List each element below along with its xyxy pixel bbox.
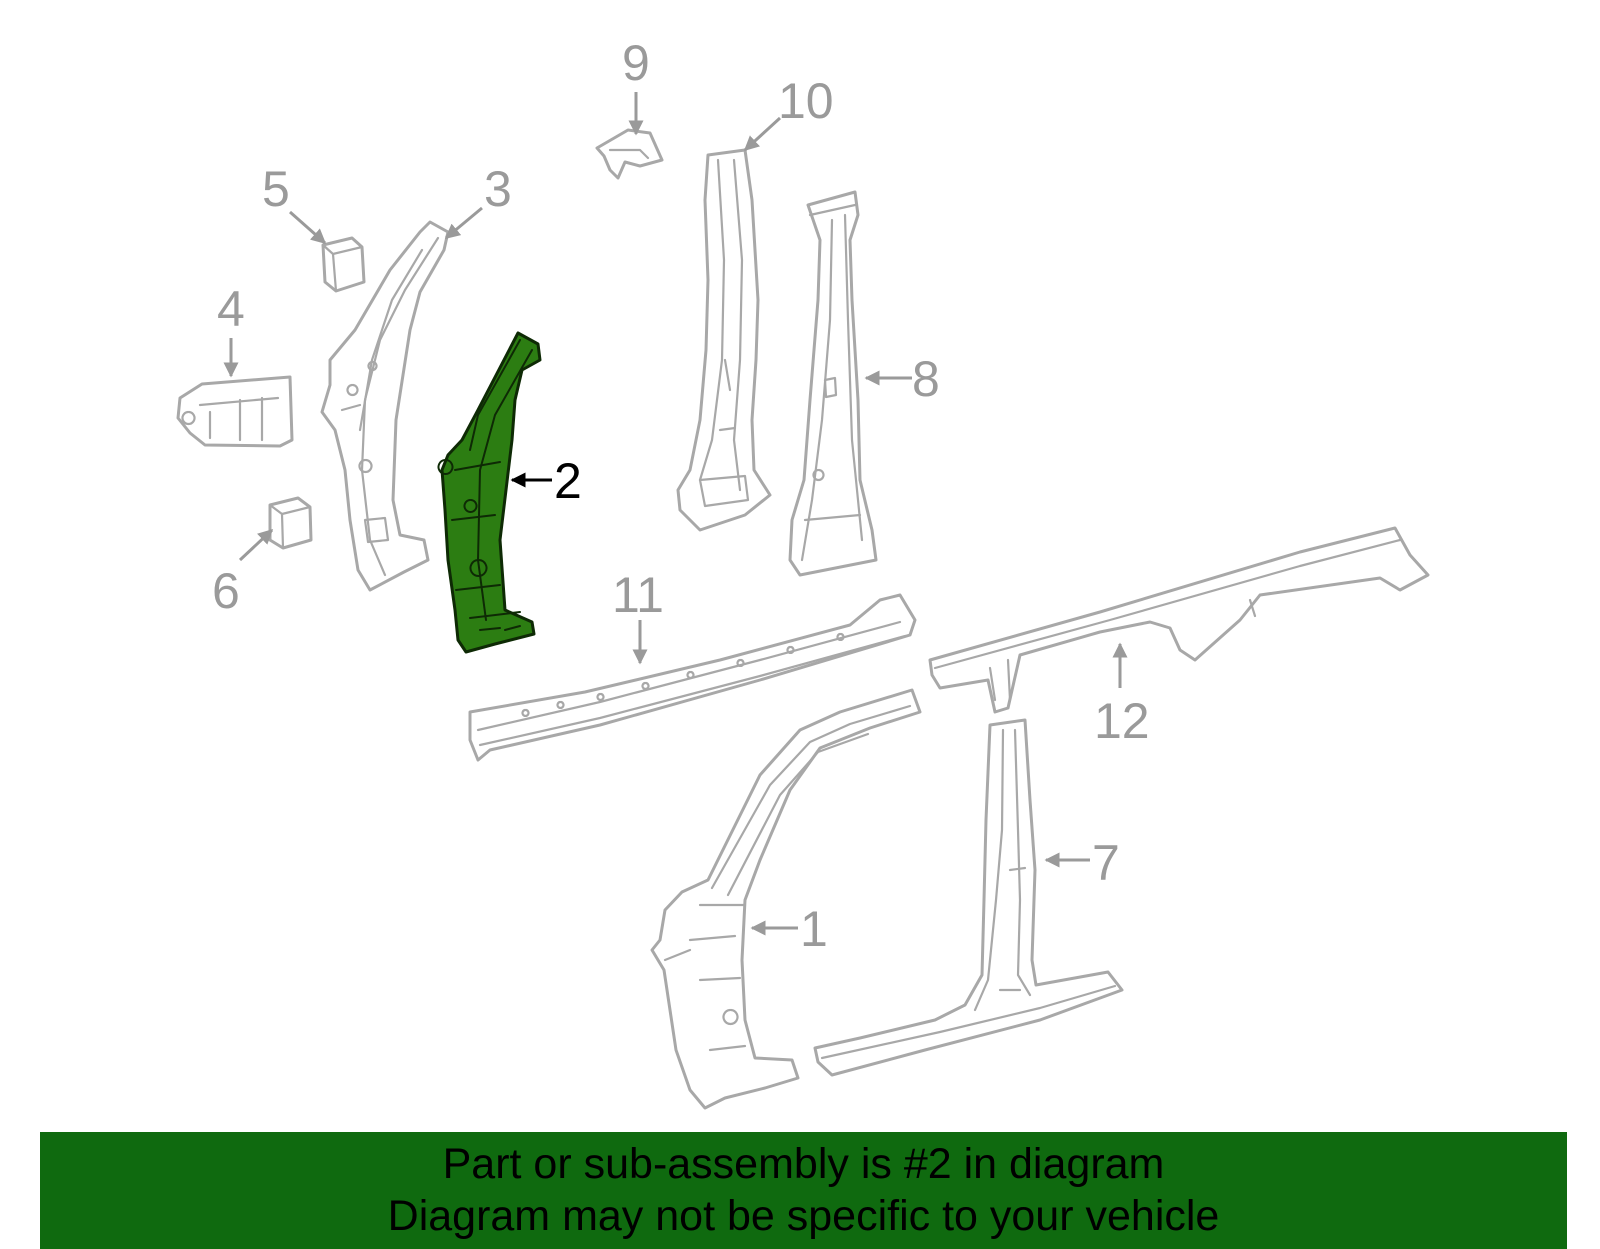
leader-6: [238, 528, 274, 562]
part-7-pillar-rocker[interactable]: [813, 718, 1124, 1077]
part-10-pillar[interactable]: [676, 148, 772, 532]
callout-9-label: 9: [622, 35, 650, 91]
callout-4[interactable]: 4: [217, 281, 245, 378]
callout-6[interactable]: 6: [212, 528, 274, 619]
parts-diagram: 9 10 5 3 4 2 8 6 11 12 7 1: [176, 35, 1430, 1110]
part-8-pillar[interactable]: [788, 190, 878, 577]
part-12-roof-rail[interactable]: [928, 526, 1430, 714]
part-4-bracket[interactable]: [176, 375, 294, 448]
callout-3-label: 3: [484, 161, 512, 217]
callout-11-label: 11: [612, 567, 664, 623]
callout-9[interactable]: 9: [622, 35, 650, 136]
callout-10-label: 10: [778, 73, 834, 129]
callout-10[interactable]: 10: [743, 73, 834, 152]
callout-8[interactable]: 8: [864, 351, 940, 407]
leader-5: [289, 210, 327, 245]
part-6-pad[interactable]: [268, 496, 313, 550]
part-9-bracket[interactable]: [595, 128, 664, 180]
banner-line-1: Part or sub-assembly is #2 in diagram: [442, 1140, 1165, 1188]
part-5-pad[interactable]: [321, 236, 366, 293]
callout-1-label: 1: [800, 901, 828, 957]
part-1-body-side[interactable]: [650, 688, 922, 1110]
part-2-pillar-highlighted[interactable]: [437, 331, 542, 654]
callout-12[interactable]: 12: [1094, 642, 1150, 749]
callout-2-label: 2: [554, 453, 582, 509]
callout-12-label: 12: [1094, 693, 1150, 749]
banner-line-2: Diagram may not be specific to your vehi…: [387, 1192, 1220, 1240]
callout-7-label: 7: [1092, 835, 1120, 891]
callout-4-label: 4: [217, 281, 245, 337]
callout-3[interactable]: 3: [444, 161, 512, 240]
part-3-pillar[interactable]: [320, 220, 450, 592]
callout-2[interactable]: 2: [510, 453, 582, 509]
leader-10: [743, 116, 782, 152]
callout-5-label: 5: [262, 161, 290, 217]
callout-1[interactable]: 1: [750, 901, 828, 957]
callout-7[interactable]: 7: [1044, 835, 1120, 891]
callout-5[interactable]: 5: [262, 161, 327, 245]
callout-6-label: 6: [212, 563, 240, 619]
part-11-rocker[interactable]: [468, 593, 917, 762]
leader-3: [444, 206, 483, 240]
callout-8-label: 8: [912, 351, 940, 407]
info-banner: Part or sub-assembly is #2 in diagram Di…: [40, 1132, 1567, 1249]
callout-11[interactable]: 11: [612, 567, 664, 665]
